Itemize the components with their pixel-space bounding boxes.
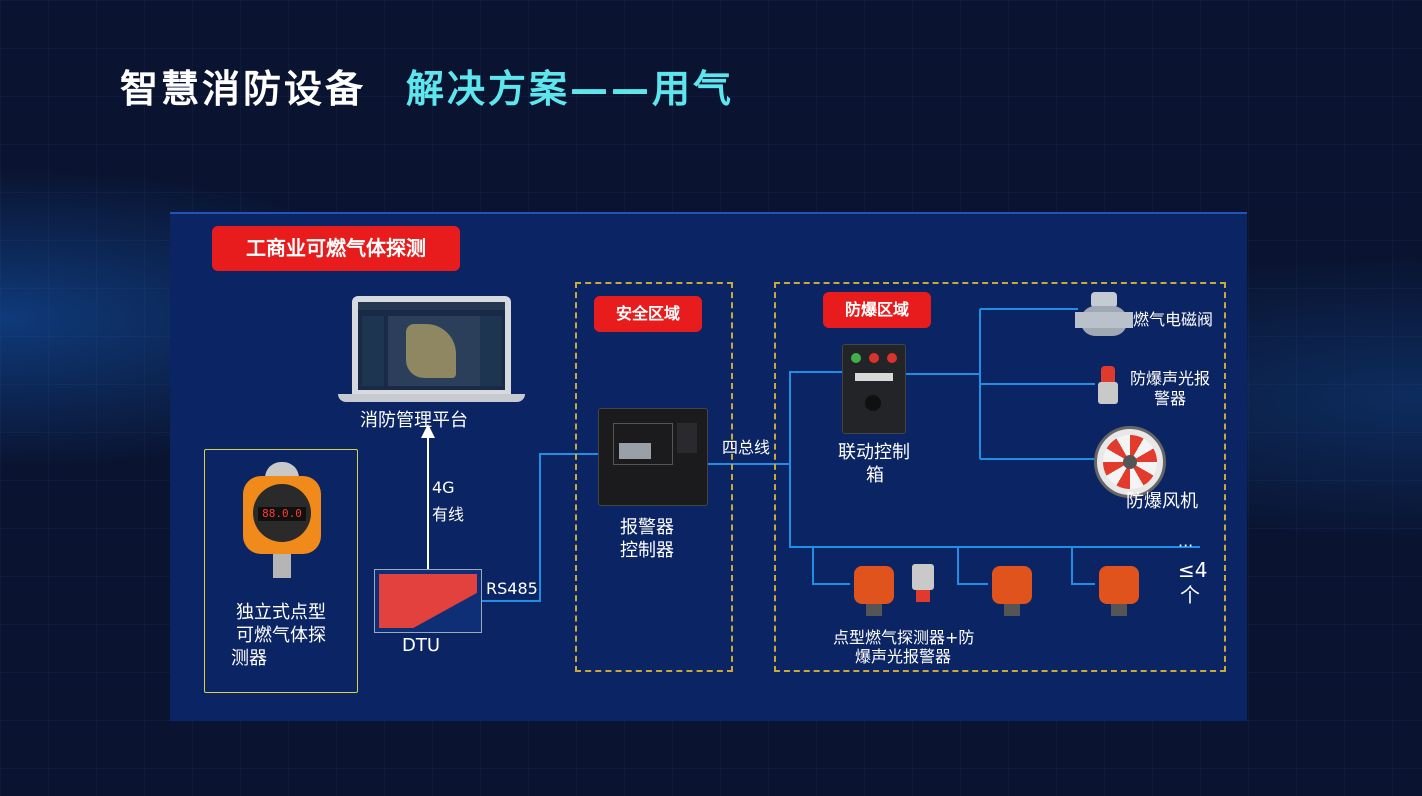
controller-label-1: 报警器 — [620, 517, 674, 538]
point-detector-label-2: 爆声光报警器 — [855, 647, 952, 666]
point-detector-icon-3 — [1095, 566, 1143, 618]
platform-label: 消防管理平台 — [360, 410, 468, 431]
diagram-panel: 工商业可燃气体探测 消防管理平台 4G 有线 88.0.0 独立式点型 可燃气体… — [170, 212, 1247, 721]
controller-label-2: 控制器 — [620, 540, 674, 561]
standalone-detector-card: 88.0.0 独立式点型 可燃气体探 测器 — [204, 449, 358, 693]
main-badge: 工商业可燃气体探测 — [212, 226, 460, 271]
fan-label: 防爆风机 — [1126, 491, 1198, 512]
safe-zone-badge: 安全区域 — [594, 296, 702, 332]
gas-valve-label: 燃气电磁阀 — [1133, 310, 1214, 329]
gas-detector-icon: 88.0.0 — [237, 462, 327, 582]
linkage-box-icon — [842, 344, 906, 434]
more-ellipsis: ··· — [1178, 536, 1194, 555]
rs485-label: RS485 — [486, 579, 538, 598]
bus-to-linkage — [789, 371, 842, 464]
point-detector-icon-2 — [988, 566, 1036, 618]
alarm-label-2: 警器 — [1154, 389, 1187, 408]
standalone-label-1: 独立式点型 — [236, 602, 326, 623]
drop-2 — [957, 547, 988, 585]
uplink-label-4g: 4G — [432, 478, 455, 497]
unit-label: 个 — [1180, 583, 1200, 607]
rs485-line — [482, 453, 600, 602]
sound-light-alarm-icon — [1098, 366, 1118, 406]
linkage-label-2: 箱 — [866, 465, 884, 486]
point-detector-label-1: 点型燃气探测器+防 — [833, 628, 975, 647]
max-count-label: ≤4 — [1178, 558, 1208, 582]
standalone-label-3: 测器 — [231, 648, 267, 669]
linkage-label-1: 联动控制 — [838, 442, 910, 463]
laptop-icon — [338, 296, 525, 406]
alarm-controller-icon — [598, 408, 708, 506]
point-alarm-icon-1 — [912, 564, 934, 604]
alarm-label-1: 防爆声光报 — [1130, 369, 1211, 388]
dtu-icon — [374, 569, 482, 633]
dtu-label: DTU — [402, 635, 441, 656]
drop-1 — [812, 547, 850, 585]
detector-bus — [789, 464, 1200, 548]
drop-3 — [1071, 547, 1095, 585]
standalone-label-2: 可燃气体探 — [236, 625, 326, 646]
uplink-arrowhead — [421, 424, 435, 438]
explosion-zone-box — [774, 282, 1226, 672]
connection-lines — [421, 308, 1200, 602]
title-part1: 智慧消防设备 — [120, 67, 367, 111]
explosion-zone-badge: 防爆区域 — [823, 292, 931, 328]
title-part2: 解决方案——用气 — [406, 67, 735, 111]
detector-display: 88.0.0 — [258, 507, 306, 521]
page-title: 智慧消防设备解决方案——用气 — [120, 58, 734, 113]
four-bus-label: 四总线 — [722, 438, 771, 457]
safe-zone-box — [575, 282, 733, 672]
fan-icon — [1094, 426, 1166, 498]
point-detector-icon-1 — [850, 566, 898, 618]
gas-valve-icon — [1075, 292, 1133, 342]
uplink-label-wired: 有线 — [432, 505, 465, 524]
